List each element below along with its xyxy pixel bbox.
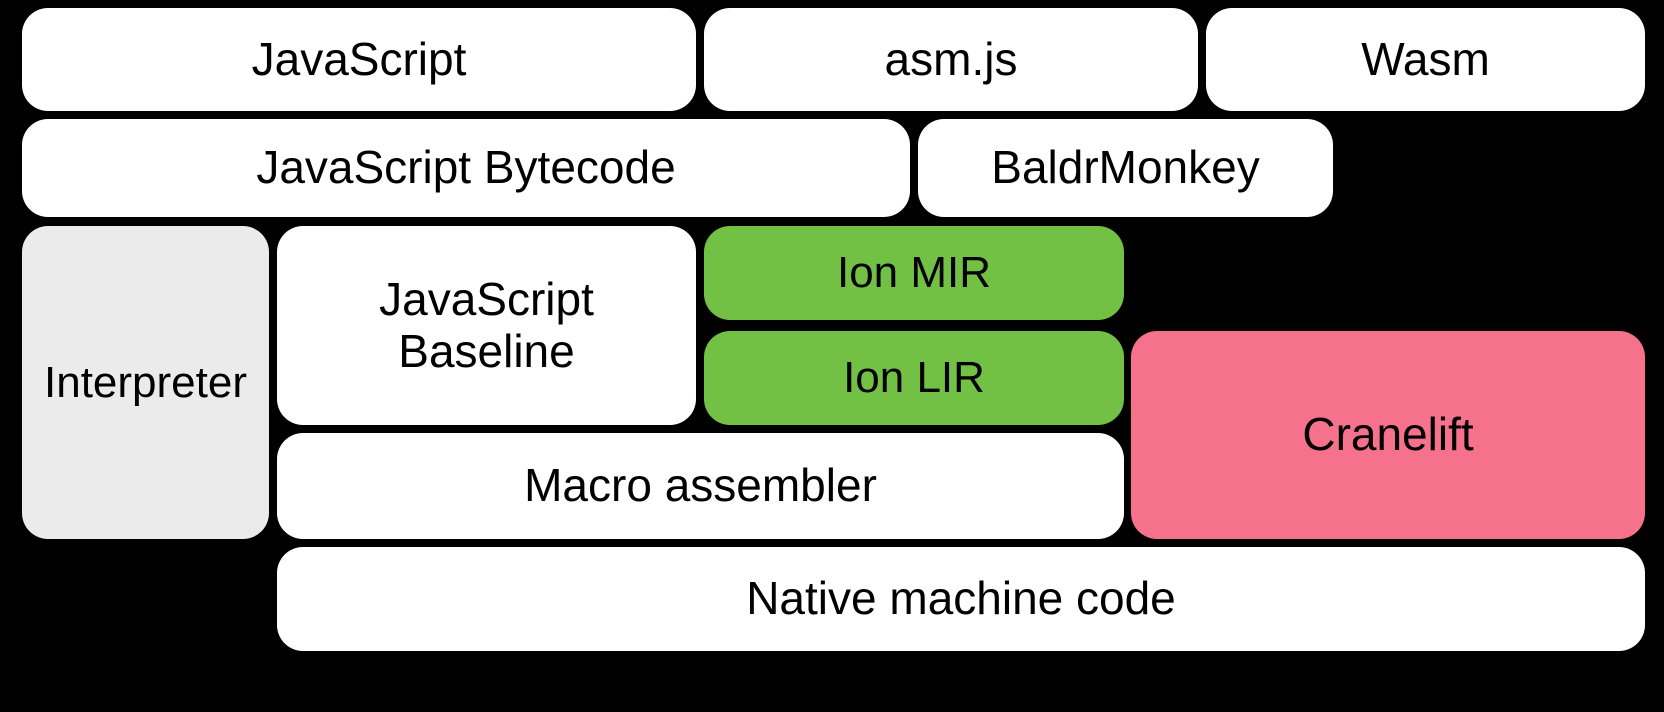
node-ion-mir: Ion MIR	[704, 226, 1124, 320]
node-ion-lir: Ion LIR	[704, 331, 1124, 425]
node-native-machine-code: Native machine code	[277, 547, 1645, 651]
node-javascript-baseline: JavaScript Baseline	[277, 226, 696, 425]
node-javascript-bytecode: JavaScript Bytecode	[22, 119, 910, 217]
node-cranelift: Cranelift	[1131, 331, 1645, 539]
node-baldrmonkey: BaldrMonkey	[918, 119, 1333, 217]
node-wasm: Wasm	[1206, 8, 1645, 111]
node-javascript: JavaScript	[22, 8, 696, 111]
node-interpreter: Interpreter	[22, 226, 269, 539]
node-asmjs: asm.js	[704, 8, 1198, 111]
node-macro-assembler: Macro assembler	[277, 433, 1124, 539]
